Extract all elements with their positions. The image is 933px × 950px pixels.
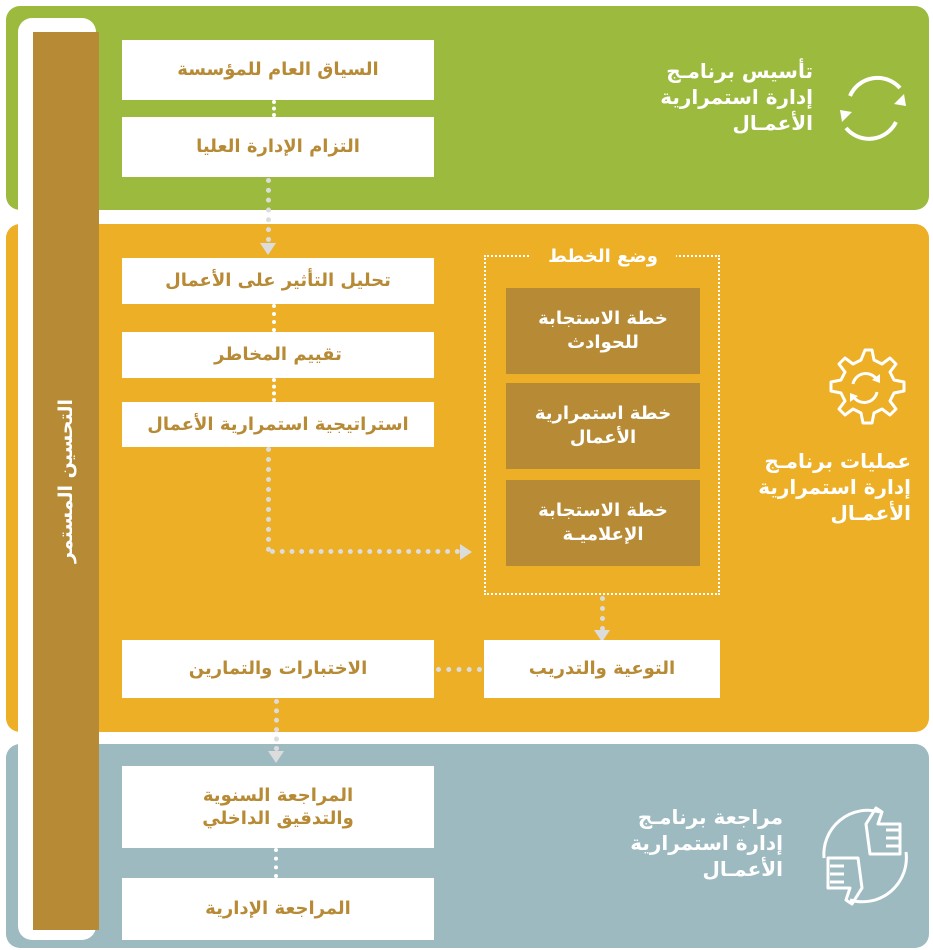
refresh-cycle-icon (840, 75, 906, 141)
annual-review-line-1: المراجعة السنوية (202, 784, 354, 806)
continuous-improvement-label-wrap: التحسين المستمر (33, 32, 99, 930)
plan-incident-response-line-2: للحوادث (567, 332, 639, 353)
review-phase-title: مراجعة برنامـج إدارة استمرارية الأعمـال (583, 804, 783, 882)
continuous-improvement-label: التحسين المستمر (55, 399, 77, 563)
plan-media-response-line-1: خطة الاستجابة (538, 499, 668, 521)
plan-business-continuity-line-2: الأعمال (569, 427, 637, 448)
establish-phase-title: تأسيس برنامـج إدارة استمرارية الأعمـال (613, 58, 813, 136)
step-management-review: المراجعة الإدارية (122, 878, 434, 940)
step-testing-exercises: الاختبارات والتمارين (122, 640, 434, 698)
step-leadership-commitment: التزام الإدارة العليا (122, 117, 434, 177)
connector-commitment-bia (266, 178, 271, 242)
establish-title-line-1: تأسيس برنامـج (666, 59, 813, 83)
arrow-to-bia (260, 243, 276, 255)
gear-sync-icon (829, 348, 906, 425)
review-title-line-1: مراجعة برنامـج (637, 805, 783, 829)
connector-strategy-plans (270, 549, 460, 554)
step-continuity-strategy: استراتيجية استمرارية الأعمال (122, 402, 434, 447)
connector-bia-risk (272, 304, 276, 332)
plan-business-continuity: خطة استمرارية الأعمال (506, 383, 700, 469)
operations-phase-title: عمليات برنامـج إدارة استمرارية الأعمـال (721, 448, 911, 526)
continuous-improvement-bar (33, 32, 99, 930)
connector-plans-awareness (600, 596, 605, 631)
connector-risk-strategy (272, 378, 276, 402)
step-business-impact-analysis: تحليل التأثير على الأعمال (122, 258, 434, 304)
plan-incident-response-line-1: خطة الاستجابة (538, 307, 668, 329)
step-annual-review-audit: المراجعة السنوية والتدقيق الداخلي (122, 766, 434, 848)
step-risk-assessment: تقييم المخاطر (122, 332, 434, 378)
arrow-to-plans (460, 544, 472, 560)
plan-incident-response: خطة الاستجابة للحوادث (506, 288, 700, 374)
step-organization-context: السياق العام للمؤسسة (122, 40, 434, 100)
arrow-to-awareness (594, 630, 610, 642)
operations-title-line-3: الأعمـال (830, 501, 911, 525)
connector-testing-annual (274, 699, 279, 751)
connector-context-commitment (272, 100, 276, 117)
operations-title-line-2: إدارة استمرارية (758, 475, 911, 499)
review-title-line-3: الأعمـال (702, 857, 783, 881)
plan-media-response-line-2: الإعلاميـة (562, 524, 644, 545)
establish-title-line-3: الأعمـال (732, 111, 813, 135)
plan-media-response: خطة الاستجابة الإعلاميـة (506, 480, 700, 566)
connector-awareness-testing (436, 667, 482, 672)
arrow-to-annual-review (268, 751, 284, 763)
thumbs-up-down-icon (822, 806, 908, 906)
connector-annual-management (274, 848, 278, 878)
annual-review-line-2: والتدقيق الداخلي (202, 808, 354, 829)
plan-business-continuity-line-1: خطة استمرارية (534, 402, 672, 424)
review-title-line-2: إدارة استمرارية (630, 831, 783, 855)
planning-group-title: وضع الخطط (530, 244, 676, 268)
connector-strategy-down (266, 447, 271, 552)
step-awareness-training: التوعية والتدريب (484, 640, 720, 698)
establish-title-line-2: إدارة استمرارية (660, 85, 813, 109)
operations-title-line-1: عمليات برنامـج (764, 449, 911, 473)
